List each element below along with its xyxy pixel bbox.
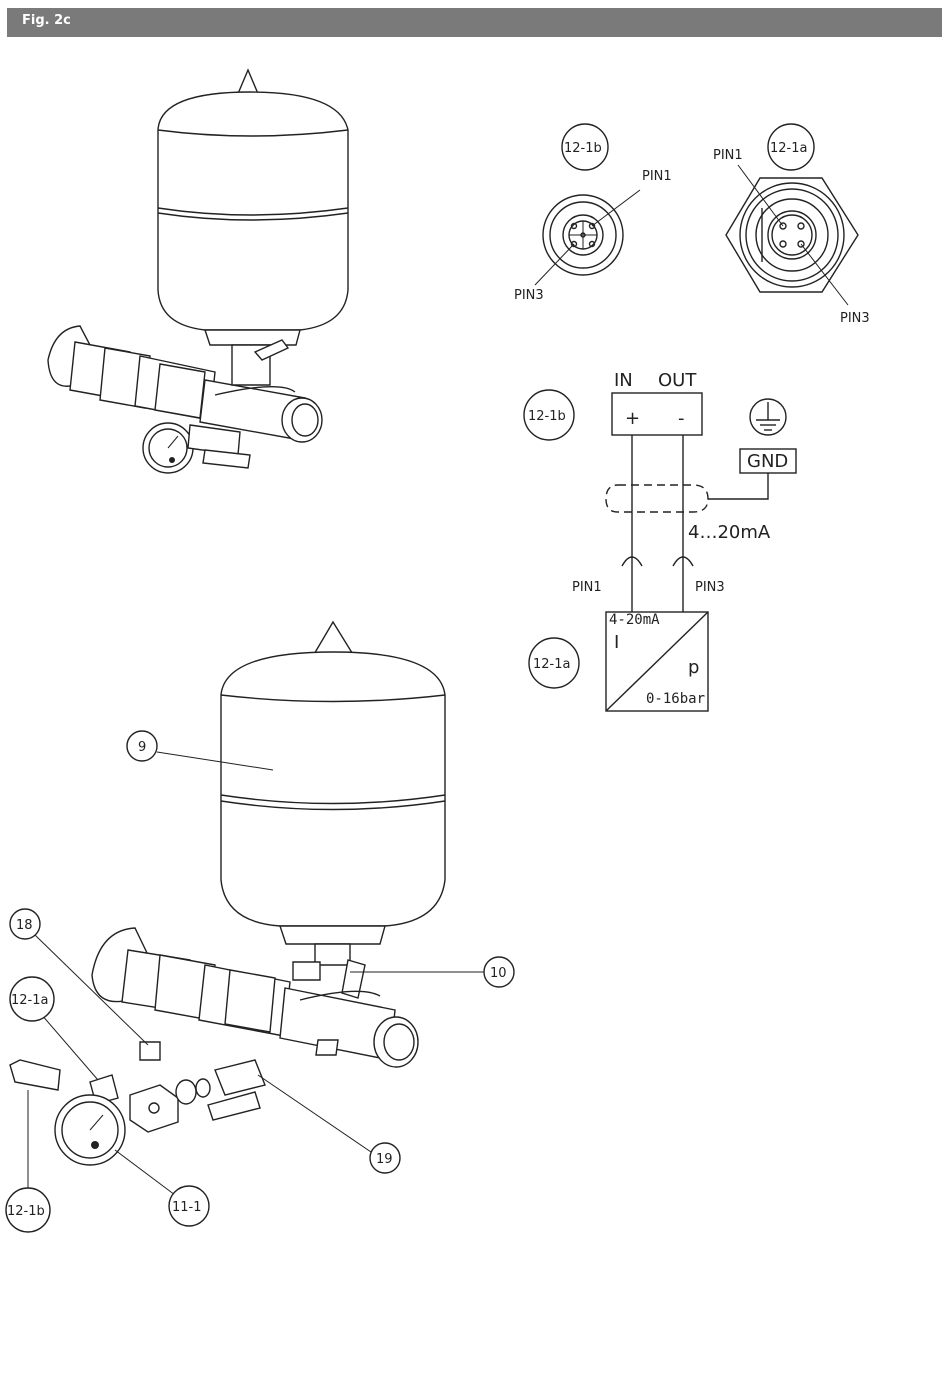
sensor-range-top: 4-20mA: [609, 612, 660, 628]
connector-detail: [535, 165, 858, 305]
plus-terminal: +: [625, 408, 640, 429]
pin3-left-label: PIN3: [514, 288, 544, 303]
callout-12-1a-bottom: 12-1a: [11, 993, 48, 1008]
pin3-right-label: PIN3: [840, 311, 870, 326]
callout-18: 18: [16, 918, 33, 933]
callout-12-1a-top: 12-1a: [770, 141, 807, 156]
callout-12-1b-wiring: 12-1b: [528, 409, 566, 424]
bottom-assembly: [10, 622, 445, 1165]
wiring-diagram: [606, 393, 796, 711]
bottom-tank: [221, 622, 445, 965]
sensor-p-label: p: [688, 657, 699, 678]
pin1-left-label: PIN1: [642, 169, 672, 184]
ground-icon: [750, 399, 786, 435]
top-assembly: [48, 70, 348, 473]
callout-11-1: 11-1: [172, 1200, 202, 1215]
current-label: 4…20mA: [688, 522, 771, 543]
connector-12-1b: [535, 190, 640, 285]
callout-12-1b-top: 12-1b: [564, 141, 602, 156]
pin1-right-label: PIN1: [713, 148, 743, 163]
in-label: IN: [614, 370, 633, 391]
sensor-range-bottom: 0-16bar: [646, 691, 705, 707]
wiring-pin1-label: PIN1: [572, 580, 602, 595]
top-tank: [158, 70, 348, 345]
callout-9: 9: [138, 740, 146, 755]
gnd-label: GND: [747, 451, 788, 472]
cable-shield: [606, 485, 708, 512]
connector-12-1a: [726, 165, 858, 305]
sensor-i-label: I: [614, 632, 619, 653]
callout-12-1b-bottom: 12-1b: [7, 1204, 45, 1219]
callout-12-1a-wiring: 12-1a: [533, 657, 570, 672]
top-gauge: [143, 423, 250, 473]
wiring-pin3-label: PIN3: [695, 580, 725, 595]
callout-10: 10: [490, 966, 507, 981]
loose-parts: [10, 1042, 265, 1165]
top-piping: [48, 326, 322, 442]
out-label: OUT: [658, 370, 697, 391]
minus-terminal: -: [678, 408, 685, 429]
callout-19: 19: [376, 1152, 393, 1167]
